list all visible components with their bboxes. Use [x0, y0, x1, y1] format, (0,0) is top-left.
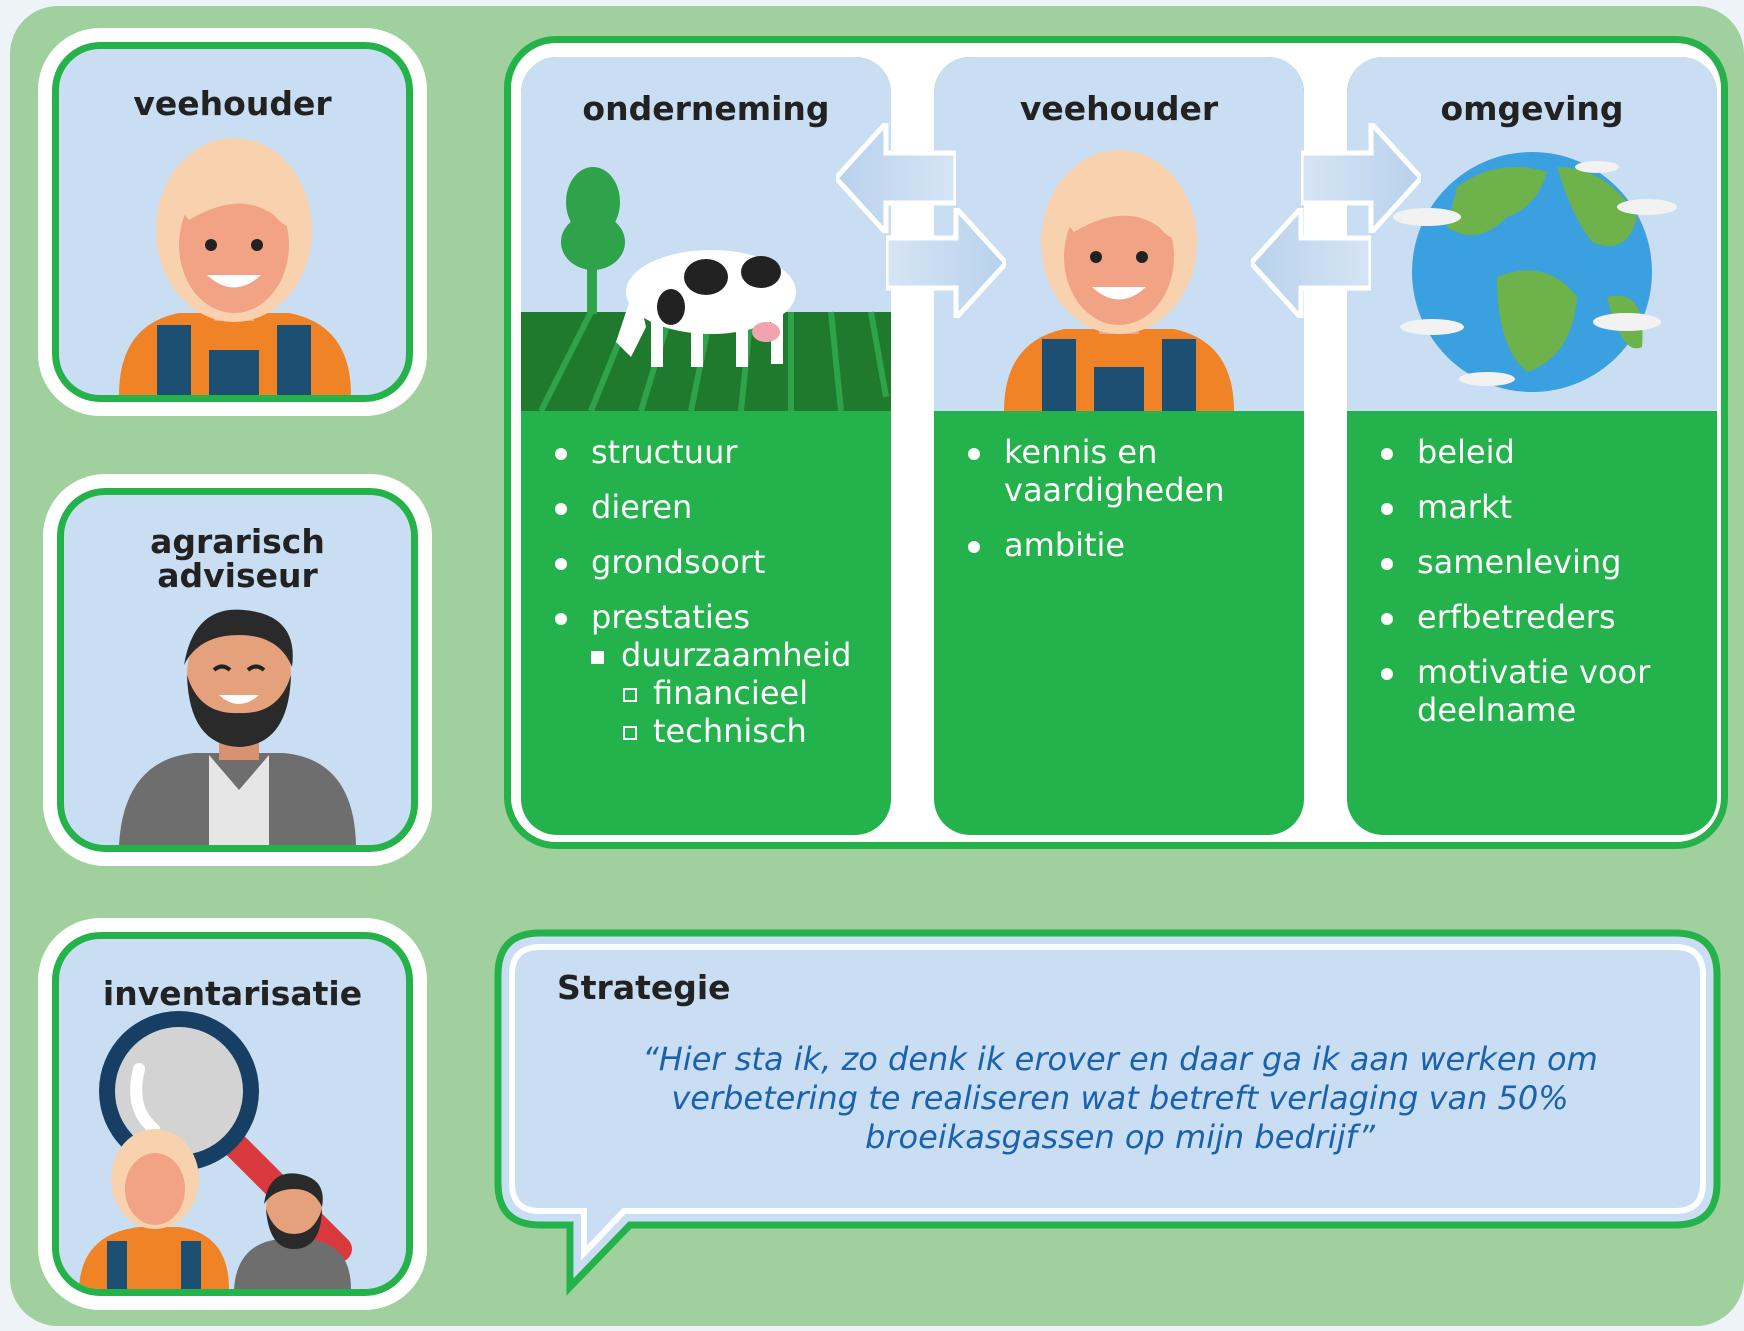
farmer-woman-icon: [1004, 150, 1234, 411]
card-adviseur-title: agrarisch adviseur: [150, 522, 325, 595]
list-item: structuur: [555, 433, 881, 471]
magnifier-people-icon: [79, 1011, 352, 1289]
column-onderneming-header: [521, 57, 891, 411]
card-veehouder-title: veehouder: [133, 84, 332, 123]
column-onderneming-list: structuur dieren grondsoort prestaties d…: [555, 433, 881, 750]
list-item: grondsoort: [555, 543, 881, 581]
card-inventarisatie: inventarisatie: [38, 918, 427, 1310]
arrow-right-icon: [1301, 123, 1421, 233]
farmer-woman-icon: [119, 138, 351, 395]
analysis-panel: onderneming structuur dieren grondsoort …: [504, 36, 1728, 849]
card-inventarisatie-title: inventarisatie: [102, 974, 363, 1013]
list-item: ambitie: [968, 526, 1274, 564]
column-onderneming: onderneming structuur dieren grondsoort …: [521, 57, 891, 835]
arrow-right-icon: [886, 208, 1006, 318]
card-veehouder: veehouder: [38, 28, 427, 416]
sub-sub-list-item: technisch: [623, 712, 881, 750]
list-item: samenleving: [1381, 543, 1707, 581]
column-veehouder-title: veehouder: [1019, 89, 1219, 128]
column-omgeving-list: beleid markt samenleving erfbetreders mo…: [1381, 433, 1707, 746]
list-item: erfbetreders: [1381, 598, 1707, 636]
column-omgeving: omgeving beleid markt samenleving erfbet…: [1347, 57, 1717, 835]
arrow-left-icon: [1251, 208, 1371, 318]
cow-field-tree-icon: [521, 167, 891, 411]
sub-sub-list-item: financieel: [623, 674, 881, 712]
list-item: prestaties: [555, 598, 881, 636]
list-item: dieren: [555, 488, 881, 526]
arrow-left-icon: [836, 123, 956, 233]
column-omgeving-header: [1347, 57, 1717, 411]
column-veehouder-header: [934, 57, 1304, 411]
strategy-quote: “Hier sta ik, zo denk ik erover en daar …: [642, 1040, 1598, 1156]
card-agrarisch-adviseur: agrarisch adviseur: [43, 474, 432, 866]
column-omgeving-title: omgeving: [1440, 89, 1624, 128]
strategy-title: Strategie: [557, 968, 731, 1007]
sub-list-item: duurzaamheid: [591, 636, 881, 674]
column-veehouder-list: kennis en vaardigheden ambitie: [968, 433, 1274, 581]
list-item: beleid: [1381, 433, 1707, 471]
column-onderneming-title: onderneming: [582, 89, 830, 128]
list-item: motivatie voor deelname: [1381, 653, 1707, 729]
list-item: kennis en vaardigheden: [968, 433, 1274, 509]
column-veehouder: veehouder kennis en vaardigheden ambitie: [934, 57, 1304, 835]
earth-globe-icon: [1393, 152, 1677, 392]
advisor-man-icon: [119, 609, 356, 845]
strategy-speech-bubble: [494, 929, 1721, 1296]
list-item: markt: [1381, 488, 1707, 526]
